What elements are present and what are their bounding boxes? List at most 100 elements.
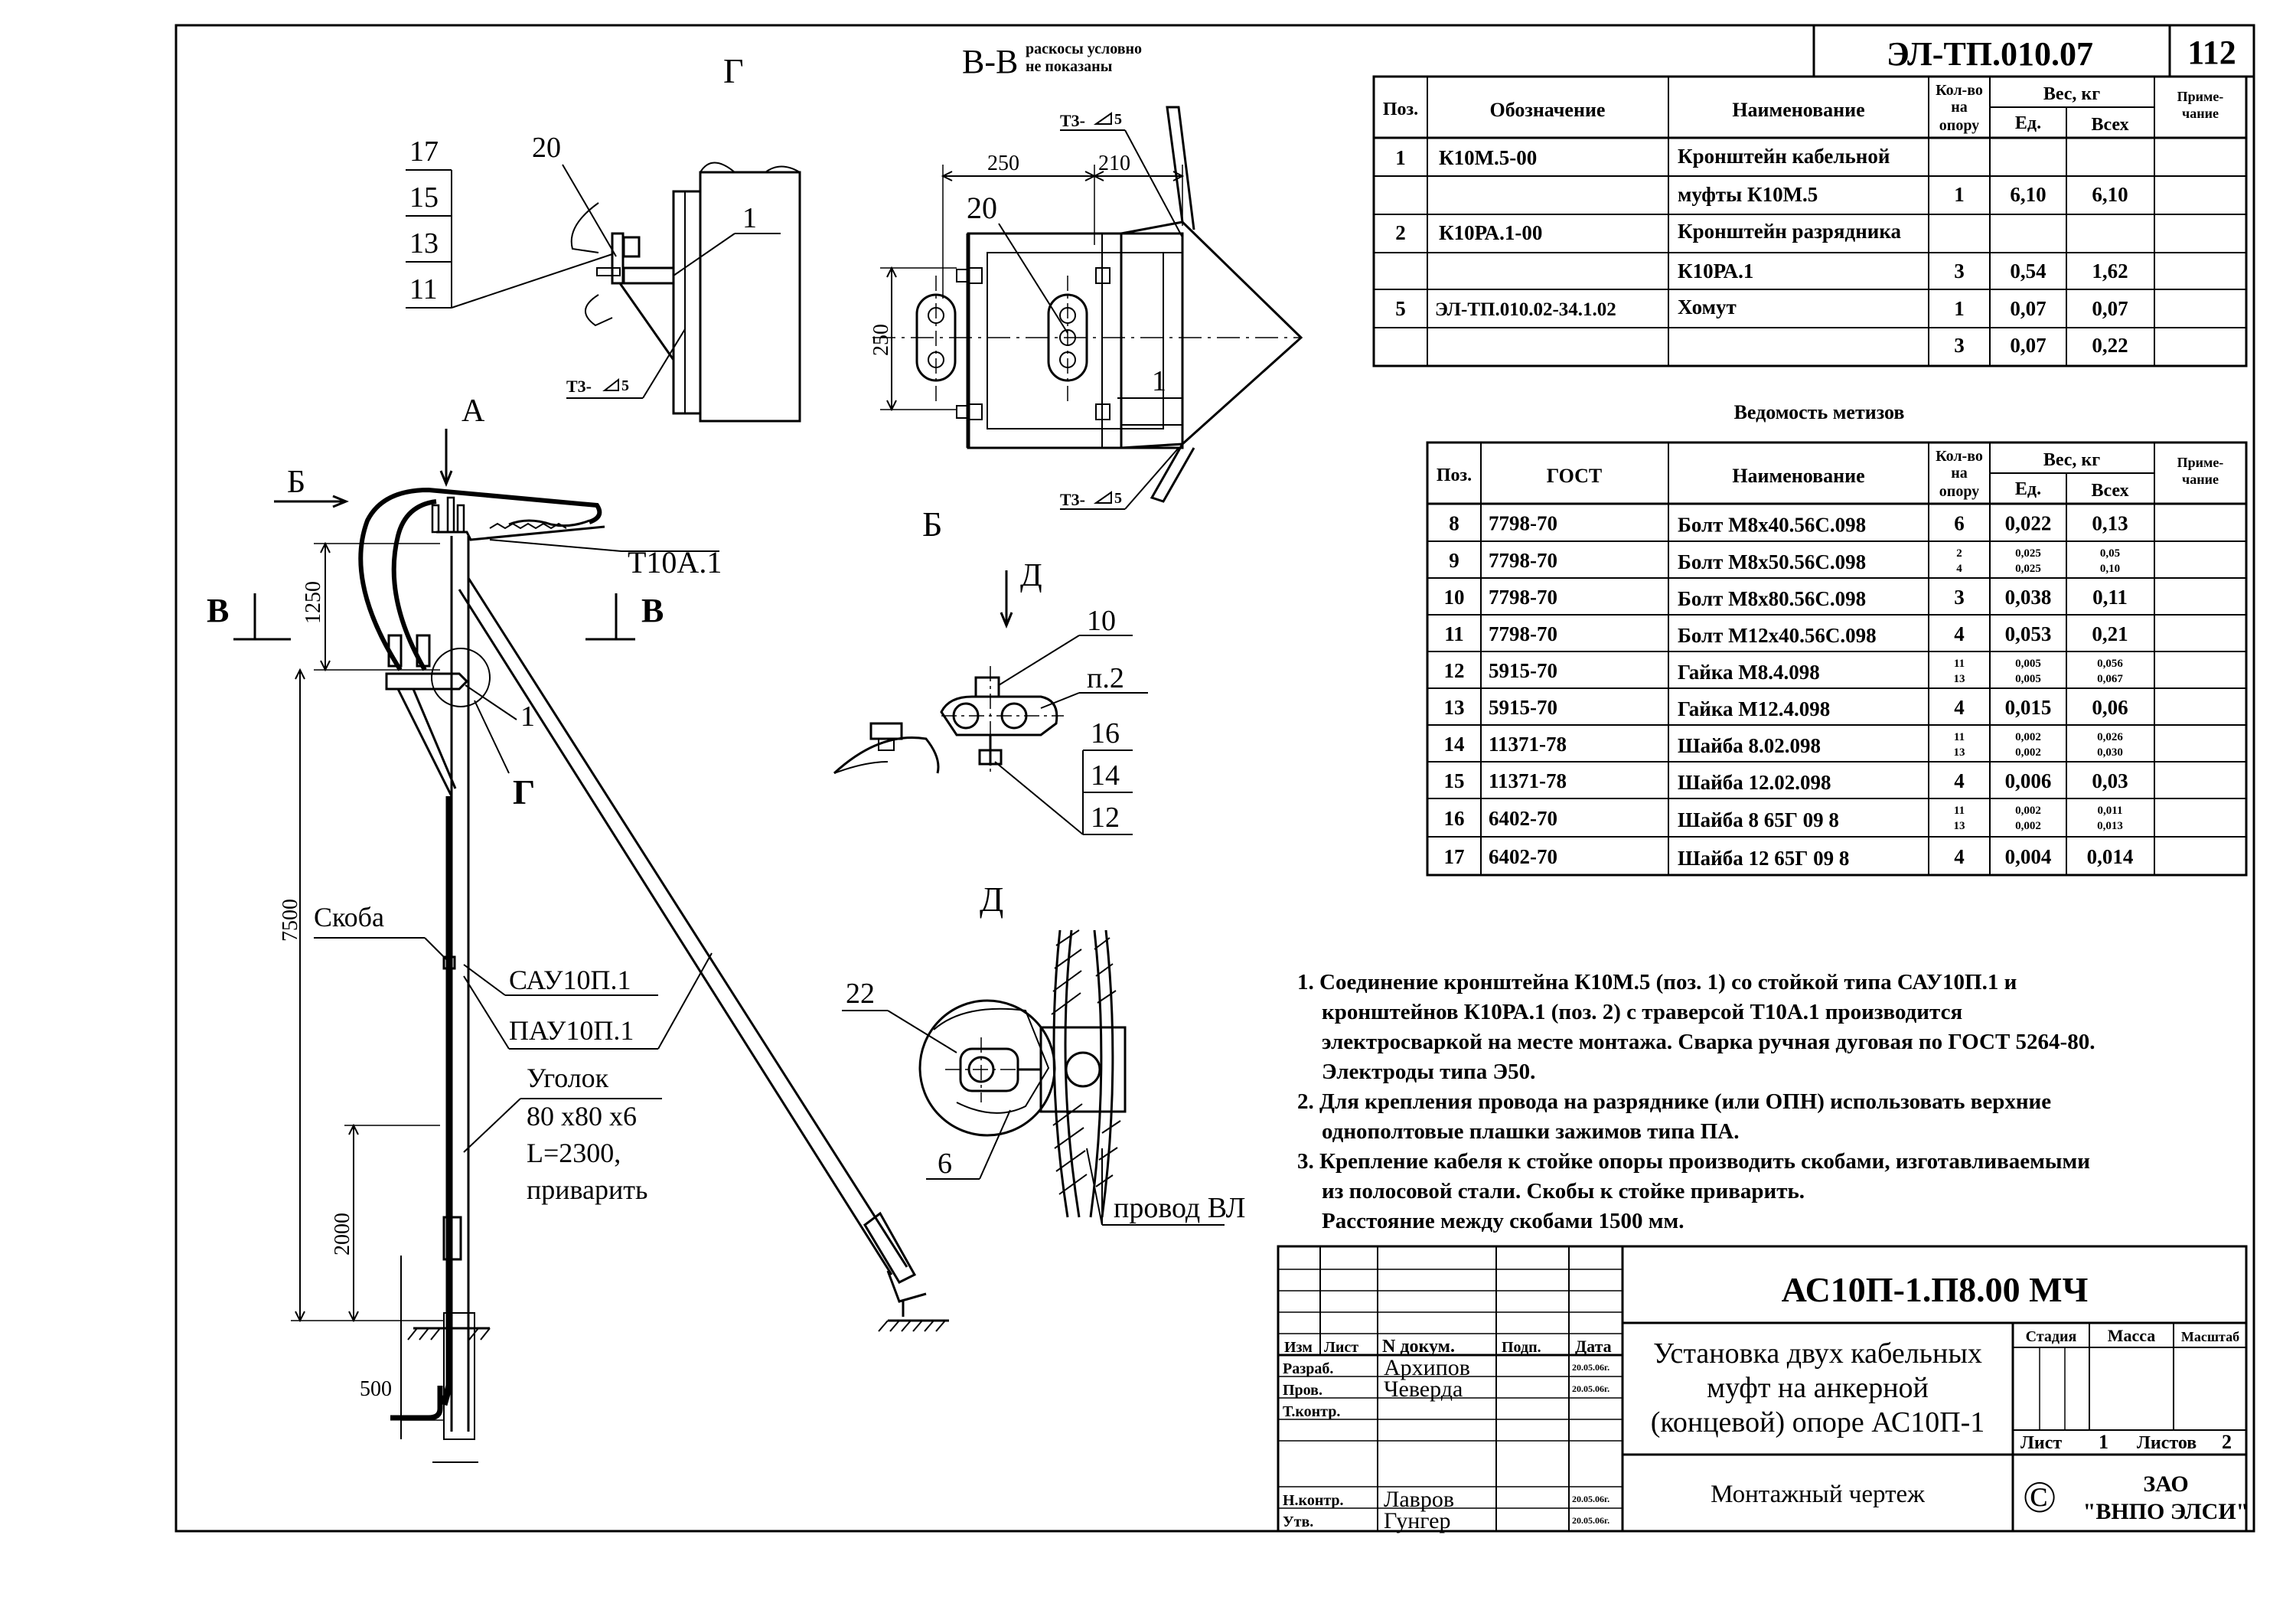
callout-g: Г (513, 772, 535, 812)
svg-text:Поз.: Поз. (1437, 465, 1472, 485)
svg-text:6: 6 (938, 1148, 952, 1180)
svg-text:Дата: Дата (1575, 1337, 1612, 1356)
svg-text:Кронштейн кабельной: Кронштейн кабельной (1678, 145, 1890, 168)
header-box: ЭЛ-ТП.010.07 112 (1812, 25, 2254, 78)
svg-text:15: 15 (409, 181, 439, 214)
svg-text:Подп.: Подп. (1502, 1339, 1541, 1356)
svg-text:15: 15 (1444, 769, 1465, 792)
svg-text:11: 11 (409, 273, 438, 305)
svg-text:11: 11 (1444, 622, 1464, 645)
section-v-left: В (207, 592, 229, 629)
svg-text:17: 17 (409, 136, 439, 168)
svg-text:3: 3 (1954, 586, 1965, 609)
svg-text:К10РА.1: К10РА.1 (1678, 260, 1753, 282)
svg-text:0,13: 0,13 (2092, 512, 2128, 535)
note-line: Электроды типа Э50. (1322, 1060, 1535, 1084)
col-note: Приме- (2177, 89, 2224, 104)
svg-text:Масштаб: Масштаб (2181, 1329, 2239, 1344)
svg-text:4: 4 (1954, 696, 1965, 719)
svg-text:7798-70: 7798-70 (1489, 622, 1557, 645)
arrow-d-label: Д (1020, 558, 1042, 593)
hardware-table-header: Поз. ГОСТ Наименование Кол-во на опору В… (1437, 448, 2223, 501)
svg-text:3: 3 (1954, 260, 1965, 282)
org-name: ЗАО (2143, 1471, 2188, 1497)
svg-text:0,053: 0,053 (2005, 622, 2052, 645)
title-block (1277, 1245, 2248, 1533)
svg-text:250: 250 (869, 324, 893, 356)
view-arrows: А Б В В (207, 394, 664, 641)
svg-text:К10РА.1-00: К10РА.1-00 (1439, 221, 1542, 244)
table-row: муфты К10М.5 1 6,10 6,10 (1678, 183, 2128, 206)
svg-text:13: 13 (1444, 696, 1465, 719)
parts-table-header: Поз. Обозначение Наименование Кол-во на … (1383, 82, 2223, 135)
view-g-title: Г (723, 51, 744, 90)
svg-text:6402-70: 6402-70 (1489, 845, 1557, 868)
svg-text:500: 500 (360, 1377, 392, 1401)
svg-text:Приме-: Приме- (2177, 455, 2224, 470)
svg-text:1,62: 1,62 (2092, 260, 2128, 282)
view-d-title: Д (980, 880, 1003, 919)
svg-text:Гайка М12.4.098: Гайка М12.4.098 (1678, 697, 1830, 720)
svg-text:6402-70: 6402-70 (1489, 807, 1557, 830)
svg-text:12: 12 (1091, 802, 1120, 834)
svg-text:Утв.: Утв. (1283, 1514, 1313, 1530)
svg-text:Всех: Всех (2091, 481, 2128, 501)
svg-text:20.05.06г.: 20.05.06г. (1572, 1362, 1609, 1373)
note-line: электросваркой на месте монтажа. Сварка … (1322, 1030, 2095, 1054)
svg-text:Разраб.: Разраб. (1283, 1360, 1333, 1377)
svg-text:на: на (1951, 99, 1968, 116)
svg-text:Шайба 12 65Г 09 8: Шайба 12 65Г 09 8 (1678, 847, 1849, 870)
svg-text:0,002: 0,002 (2015, 731, 2041, 743)
svg-text:Шайба 8 65Г 09 8: Шайба 8 65Г 09 8 (1678, 808, 1839, 831)
svg-text:0,07: 0,07 (2092, 297, 2128, 320)
svg-text:2000: 2000 (331, 1213, 354, 1256)
svg-text:Болт М8х50.56С.098: Болт М8х50.56С.098 (1678, 550, 1866, 573)
page-number: 112 (2187, 34, 2236, 71)
svg-text:0,025: 0,025 (2015, 547, 2041, 560)
svg-text:Кронштейн разрядника: Кронштейн разрядника (1678, 220, 1901, 243)
svg-text:5: 5 (1114, 490, 1122, 507)
hardware-table-title: Ведомость метизов (1734, 401, 1905, 423)
svg-text:250: 250 (987, 152, 1019, 175)
svg-text:Н.контр.: Н.контр. (1283, 1492, 1344, 1509)
svg-text:2: 2 (1395, 221, 1406, 244)
svg-text:13: 13 (409, 227, 439, 260)
svg-text:1250: 1250 (302, 581, 325, 624)
svg-text:4: 4 (1954, 845, 1965, 868)
svg-text:7500: 7500 (279, 899, 302, 942)
arrow-b-label: Б (287, 465, 305, 500)
svg-text:20.05.06г.: 20.05.06г. (1572, 1383, 1609, 1394)
note-line: 3. Крепление кабеля к стойке опоры произ… (1297, 1149, 2090, 1174)
note-line: однополтовые плашки зажимов типа ПА. (1322, 1119, 1739, 1144)
svg-text:1: 1 (1152, 365, 1166, 397)
table-row: 3 0,07 0,22 (1954, 334, 2128, 357)
svg-text:Пров.: Пров. (1283, 1382, 1322, 1399)
cable (440, 796, 453, 1406)
svg-text:1: 1 (1954, 297, 1965, 320)
svg-text:4: 4 (1954, 769, 1965, 792)
svg-text:Шайба 12.02.098: Шайба 12.02.098 (1678, 771, 1831, 794)
note-line: 2. Для крепления провода на разряднике (… (1297, 1089, 2051, 1114)
svg-text:10: 10 (1087, 605, 1116, 637)
angle-brace (458, 577, 908, 1275)
doc-code: ЭЛ-ТП.010.07 (1887, 35, 2093, 73)
svg-text:ЭЛ-ТП.010.02-34.1.02: ЭЛ-ТП.010.02-34.1.02 (1435, 299, 1616, 320)
svg-text:чание: чание (2182, 472, 2219, 487)
svg-text:13: 13 (1954, 746, 1965, 759)
col-unit: Ед. (2015, 113, 2041, 133)
svg-text:не показаны: не показаны (1026, 58, 1113, 75)
svg-text:8: 8 (1449, 512, 1459, 535)
svg-text:0,056: 0,056 (2097, 658, 2123, 670)
svg-text:Гунгер: Гунгер (1384, 1508, 1450, 1533)
svg-text:5915-70: 5915-70 (1489, 659, 1557, 682)
col-qty: Кол-во (1936, 82, 1983, 99)
doc-number: АС10П-1.П8.00 МЧ (1782, 1270, 2089, 1309)
svg-text:ГОСТ: ГОСТ (1547, 465, 1603, 487)
svg-text:раскосы условно: раскосы условно (1026, 41, 1142, 57)
svg-text:2: 2 (1956, 547, 1962, 560)
